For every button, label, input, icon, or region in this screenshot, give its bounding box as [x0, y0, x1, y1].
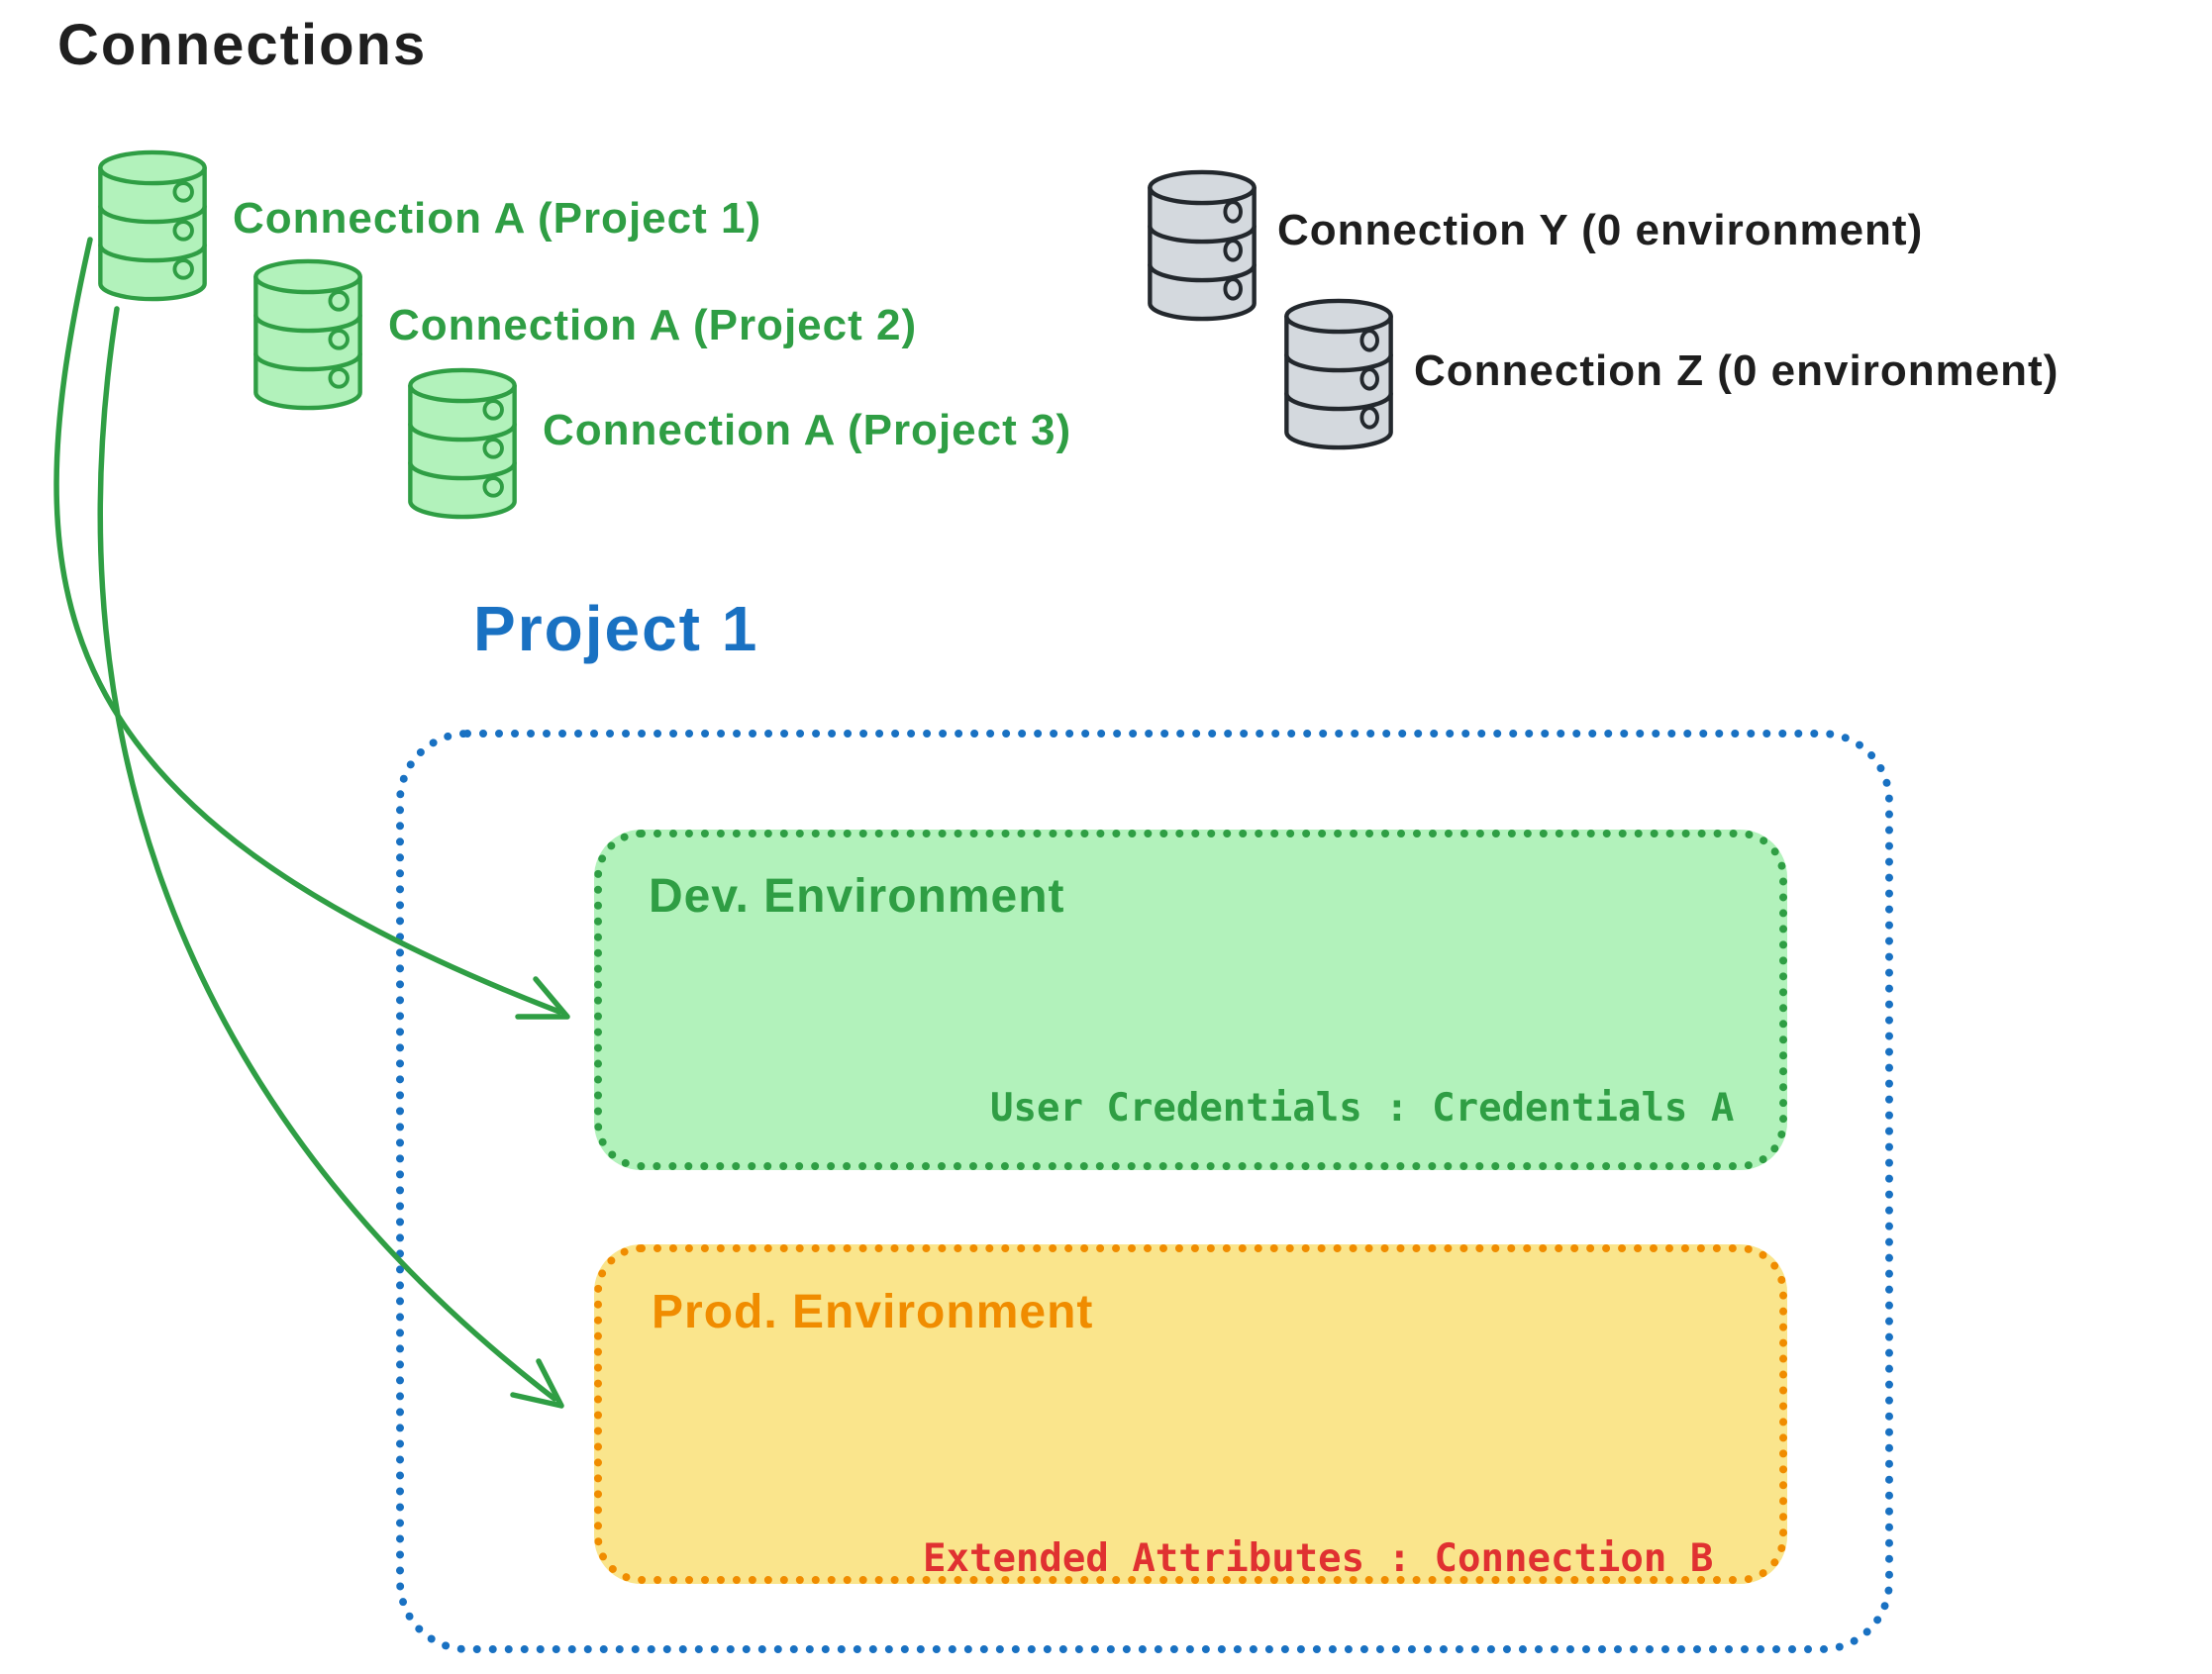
dev-credentials-text: User Credentials : Credentials A — [990, 1086, 1735, 1131]
connection-z-label: Connection Z (0 environment) — [1414, 346, 2060, 395]
connection-a-project-1-label: Connection A (Project 1) — [233, 194, 762, 243]
page-title: Connections — [57, 13, 428, 77]
prod-environment-box: Prod. Environment Extended Attributes : … — [594, 1244, 1787, 1584]
connection-y-label: Connection Y (0 environment) — [1277, 206, 1924, 254]
database-icon-gray-y — [1148, 169, 1257, 322]
dev-environment-label: Dev. Environment — [649, 870, 1065, 923]
prod-environment-label: Prod. Environment — [652, 1286, 1094, 1338]
project-title: Project 1 — [473, 593, 759, 664]
connection-a-project-2-label: Connection A (Project 2) — [388, 301, 918, 349]
prod-attributes-text: Extended Attributes : Connection B Ext.A… — [923, 1440, 1737, 1674]
dev-environment-box: Dev. Environment User Credentials : Cred… — [594, 830, 1787, 1170]
prod-attributes-line-1: Extended Attributes : Connection B — [923, 1536, 1714, 1581]
database-icon-green-3 — [408, 367, 517, 520]
database-icon-gray-z — [1284, 298, 1393, 450]
database-icon-green-2 — [253, 258, 362, 411]
connection-a-project-3-label: Connection A (Project 3) — [543, 406, 1072, 454]
database-icon-green-1 — [98, 149, 207, 302]
